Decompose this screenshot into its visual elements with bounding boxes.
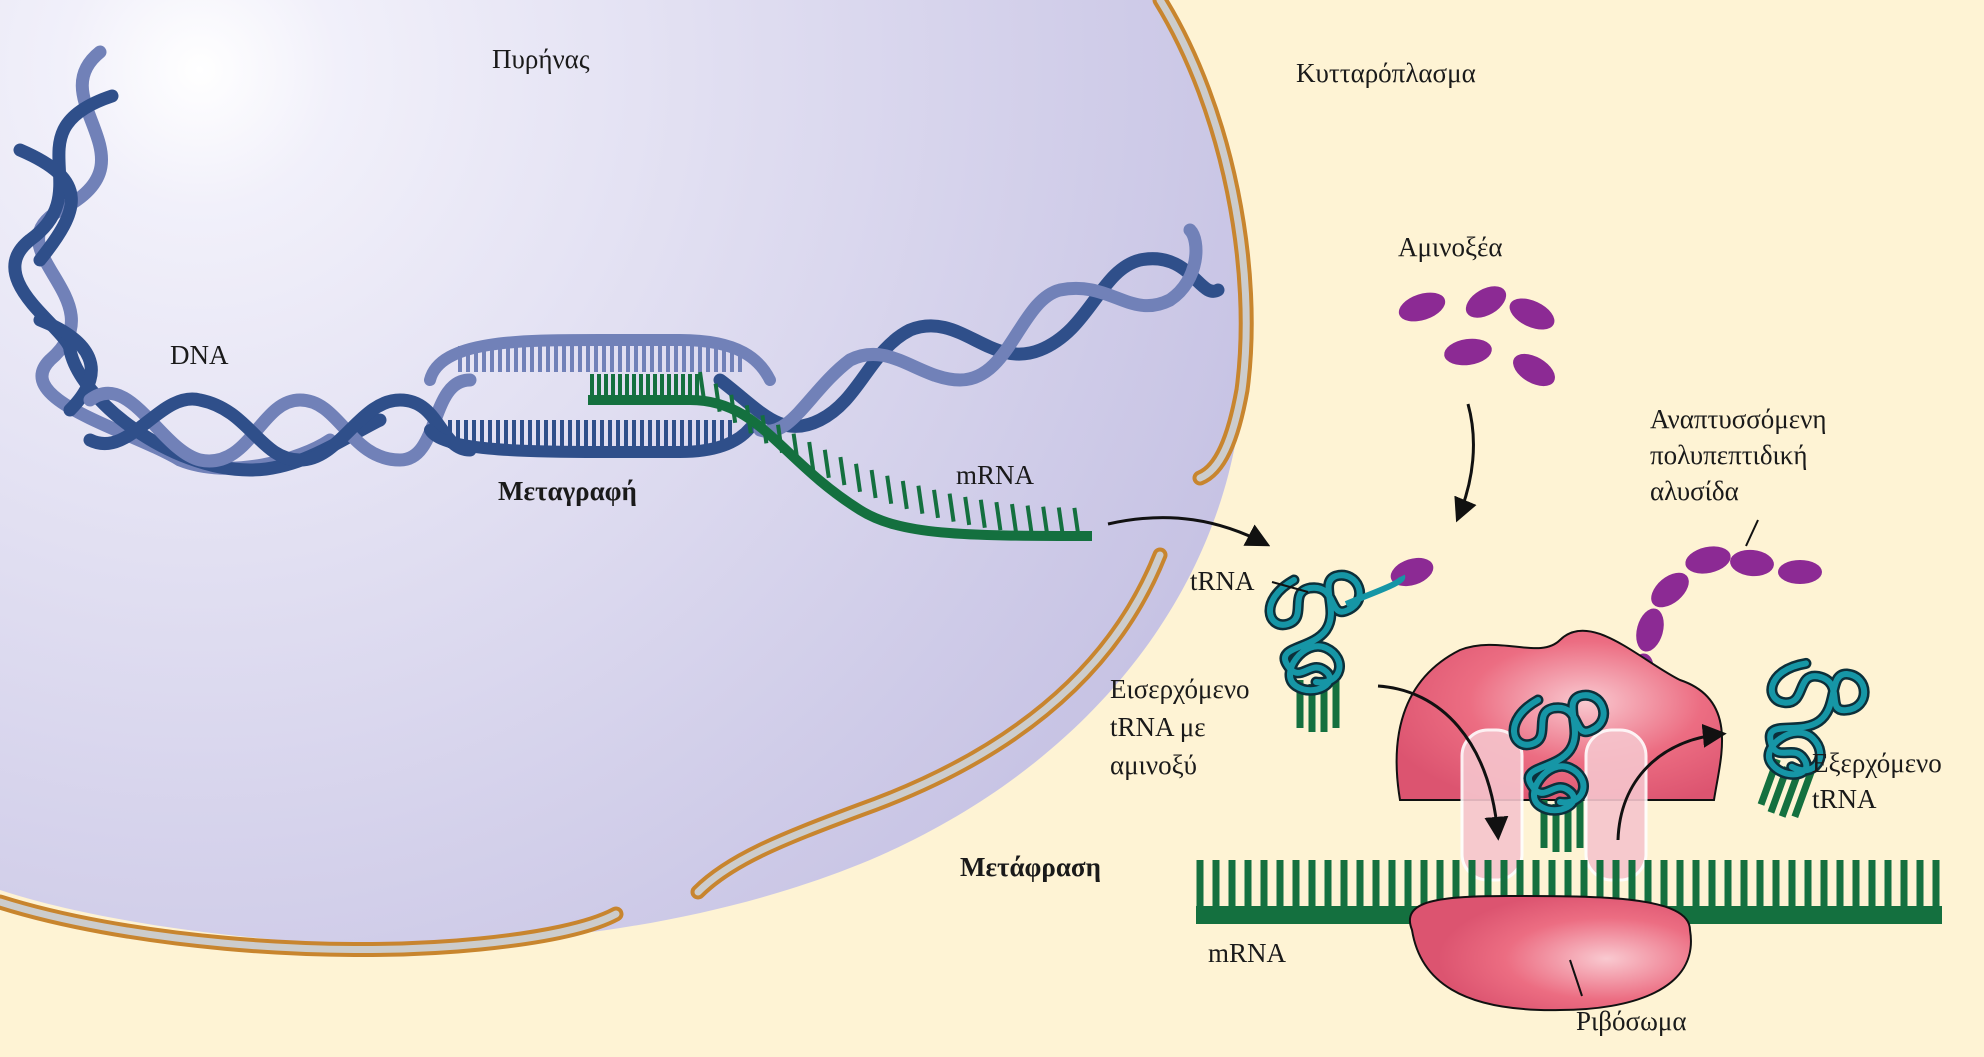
strand-tick xyxy=(1056,507,1065,536)
export-arrow xyxy=(1107,516,1271,547)
strand-tick xyxy=(760,415,769,444)
polypeptide-label-3: αλυσίδα xyxy=(1650,476,1739,506)
strand-tick xyxy=(1072,507,1081,537)
strand-tick xyxy=(698,371,706,401)
nucleus-label: Πυρήνας xyxy=(492,44,590,74)
nuclear-envelope xyxy=(0,0,1254,958)
incoming-trna-label-1: Εισερχόμενο xyxy=(1110,674,1250,704)
trna-leader xyxy=(1271,581,1309,593)
amino-acid xyxy=(1444,338,1492,366)
mrna-strand-cytoplasm xyxy=(1196,860,1942,924)
amino-acids xyxy=(1398,286,1555,387)
ribosome-a-site xyxy=(1584,728,1648,882)
strand-tick xyxy=(932,489,940,519)
nucleus xyxy=(0,0,1247,945)
outgoing-trna-label-1: Εξερχόμενο xyxy=(1812,748,1942,778)
ribosome-label: Ριβόσωμα xyxy=(1576,1006,1686,1036)
translation-label: Μετάφραση xyxy=(960,852,1101,882)
ribosome-small-subunit xyxy=(1409,894,1692,1012)
outgoing-trna-label-2: tRNA xyxy=(1812,784,1877,814)
cytoplasm-label: Κυτταρόπλασμα xyxy=(1296,58,1476,88)
amino-acid xyxy=(1398,292,1446,322)
strand-tick xyxy=(947,493,956,522)
dna-helix xyxy=(8,45,1225,477)
strand-tick xyxy=(869,469,878,499)
polypeptide-leader xyxy=(1745,519,1759,547)
transcription-label: Μεταγραφή xyxy=(498,476,637,506)
amino-acid xyxy=(1465,286,1507,318)
strand-tick xyxy=(1010,503,1018,533)
strand-tick xyxy=(900,480,909,510)
strand-tick xyxy=(822,449,831,479)
mrna-nucleus-label: mRNA xyxy=(956,460,1035,490)
strand-tick xyxy=(994,501,1003,531)
strand-tick xyxy=(791,433,800,462)
strand-tick xyxy=(963,496,972,526)
dna-label: DNA xyxy=(170,340,229,370)
dna-template-ticks xyxy=(458,346,742,372)
polypeptide-label-1: Αναπτυσσόμενη xyxy=(1650,404,1826,434)
ribosome-p-site xyxy=(1460,728,1524,882)
strand-tick xyxy=(713,383,722,412)
mrna-cytoplasm-label: mRNA xyxy=(1208,938,1287,968)
ribosome-leader xyxy=(1569,959,1583,997)
incoming-trna-label-3: αμινοξύ xyxy=(1110,750,1197,780)
strand-tick xyxy=(776,424,784,454)
trna-exit-arrow xyxy=(1616,723,1727,841)
strand-tick xyxy=(885,475,894,505)
polypeptide-label-2: πολυπεπτιδική xyxy=(1650,440,1808,470)
incoming-trna-label-2: tRNA με xyxy=(1110,712,1206,742)
strand-tick xyxy=(807,441,816,471)
trna-label: tRNA xyxy=(1190,566,1255,596)
amino-acids-label: Αμινοξέα xyxy=(1398,232,1502,262)
dna-coding-ticks xyxy=(448,420,732,448)
trna-entry-arrow xyxy=(1377,684,1509,841)
strand-tick xyxy=(854,463,862,493)
mrna-strand-nucleus xyxy=(588,371,1093,541)
strand-tick xyxy=(1025,505,1034,534)
amino-acid-arrow xyxy=(1454,403,1477,523)
strand-tick xyxy=(916,485,925,514)
strand-tick xyxy=(838,456,847,486)
amino-acid xyxy=(1513,353,1555,387)
amino-acid xyxy=(1509,298,1555,330)
strand-tick xyxy=(978,499,987,529)
strand-tick xyxy=(1041,506,1050,536)
strand-tick xyxy=(729,394,738,424)
strand-tick xyxy=(744,405,753,434)
